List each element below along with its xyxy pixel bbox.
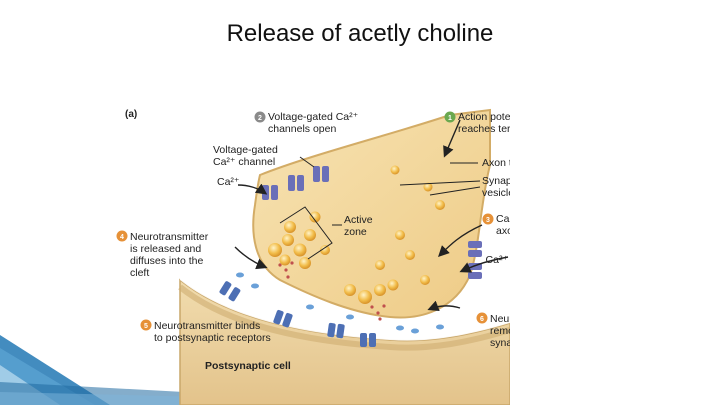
postsynaptic-cell-label: Postsynaptic cell xyxy=(205,360,291,372)
step-4-line-1: Neurotransmitter xyxy=(130,231,209,243)
step-5-number: 5 xyxy=(144,323,148,330)
vesicles-label-line-1: Synaptic xyxy=(482,175,510,187)
step-6-line-2: removed from xyxy=(490,325,510,337)
step-4-line-3: diffuses into the xyxy=(130,255,204,267)
active-zone-label-line-2: zone xyxy=(344,226,367,238)
panel-label: (a) xyxy=(125,109,137,120)
channel-label-line-1: Voltage-gated xyxy=(213,144,278,156)
active-zone-label-line-1: Active xyxy=(344,214,373,226)
channel-label-line-2: Ca²⁺ channel xyxy=(213,156,275,168)
step-6-line-3: synaptic cleft xyxy=(490,337,510,349)
step-1-number: 1 xyxy=(448,115,452,122)
step-4-line-4: cleft xyxy=(130,267,149,279)
step-4-label: 4 Neurotransmitter is released and diffu… xyxy=(117,231,209,280)
step-6-line-1: Neurotransmitter xyxy=(490,313,510,325)
step-5-line-2: to postsynaptic receptors xyxy=(154,332,271,344)
step-1-line-1: Action potential xyxy=(458,111,510,123)
synapse-diagram: (a) 2 Voltage-gated Ca²⁺ channels open 1… xyxy=(110,95,510,405)
step-5-label: 5 Neurotransmitter binds to postsynaptic… xyxy=(141,320,271,345)
slide-title: Release of acetly choline xyxy=(0,20,720,48)
step-2-line-2: channels open xyxy=(268,123,336,135)
step-3-number: 3 xyxy=(486,217,490,224)
step-5-line-1: Neurotransmitter binds xyxy=(154,320,260,332)
step-4-line-2: is released and xyxy=(130,243,201,255)
ca-left-label: Ca²⁺ xyxy=(217,176,240,188)
step-4-number: 4 xyxy=(120,234,124,241)
step-3-label: 3 Calcium enters axon terminal xyxy=(483,213,511,237)
step-6-number: 6 xyxy=(480,316,484,323)
vesicles-label-line-2: vesicles xyxy=(482,187,510,199)
axon-terminal-label: Axon terminal xyxy=(482,157,510,169)
step-2-line-1: Voltage-gated Ca²⁺ xyxy=(268,111,359,123)
ca-right-label: Ca²⁺ xyxy=(486,254,509,266)
step-2-label: 2 Voltage-gated Ca²⁺ channels open xyxy=(255,111,359,135)
synapse-illustration: (a) 2 Voltage-gated Ca²⁺ channels open 1… xyxy=(110,95,510,405)
step-3-line-1: Calcium enters xyxy=(496,213,510,225)
step-3-line-2: axon terminal xyxy=(496,225,510,237)
step-1-line-2: reaches terminal xyxy=(458,123,510,135)
step-2-number: 2 xyxy=(258,115,262,122)
